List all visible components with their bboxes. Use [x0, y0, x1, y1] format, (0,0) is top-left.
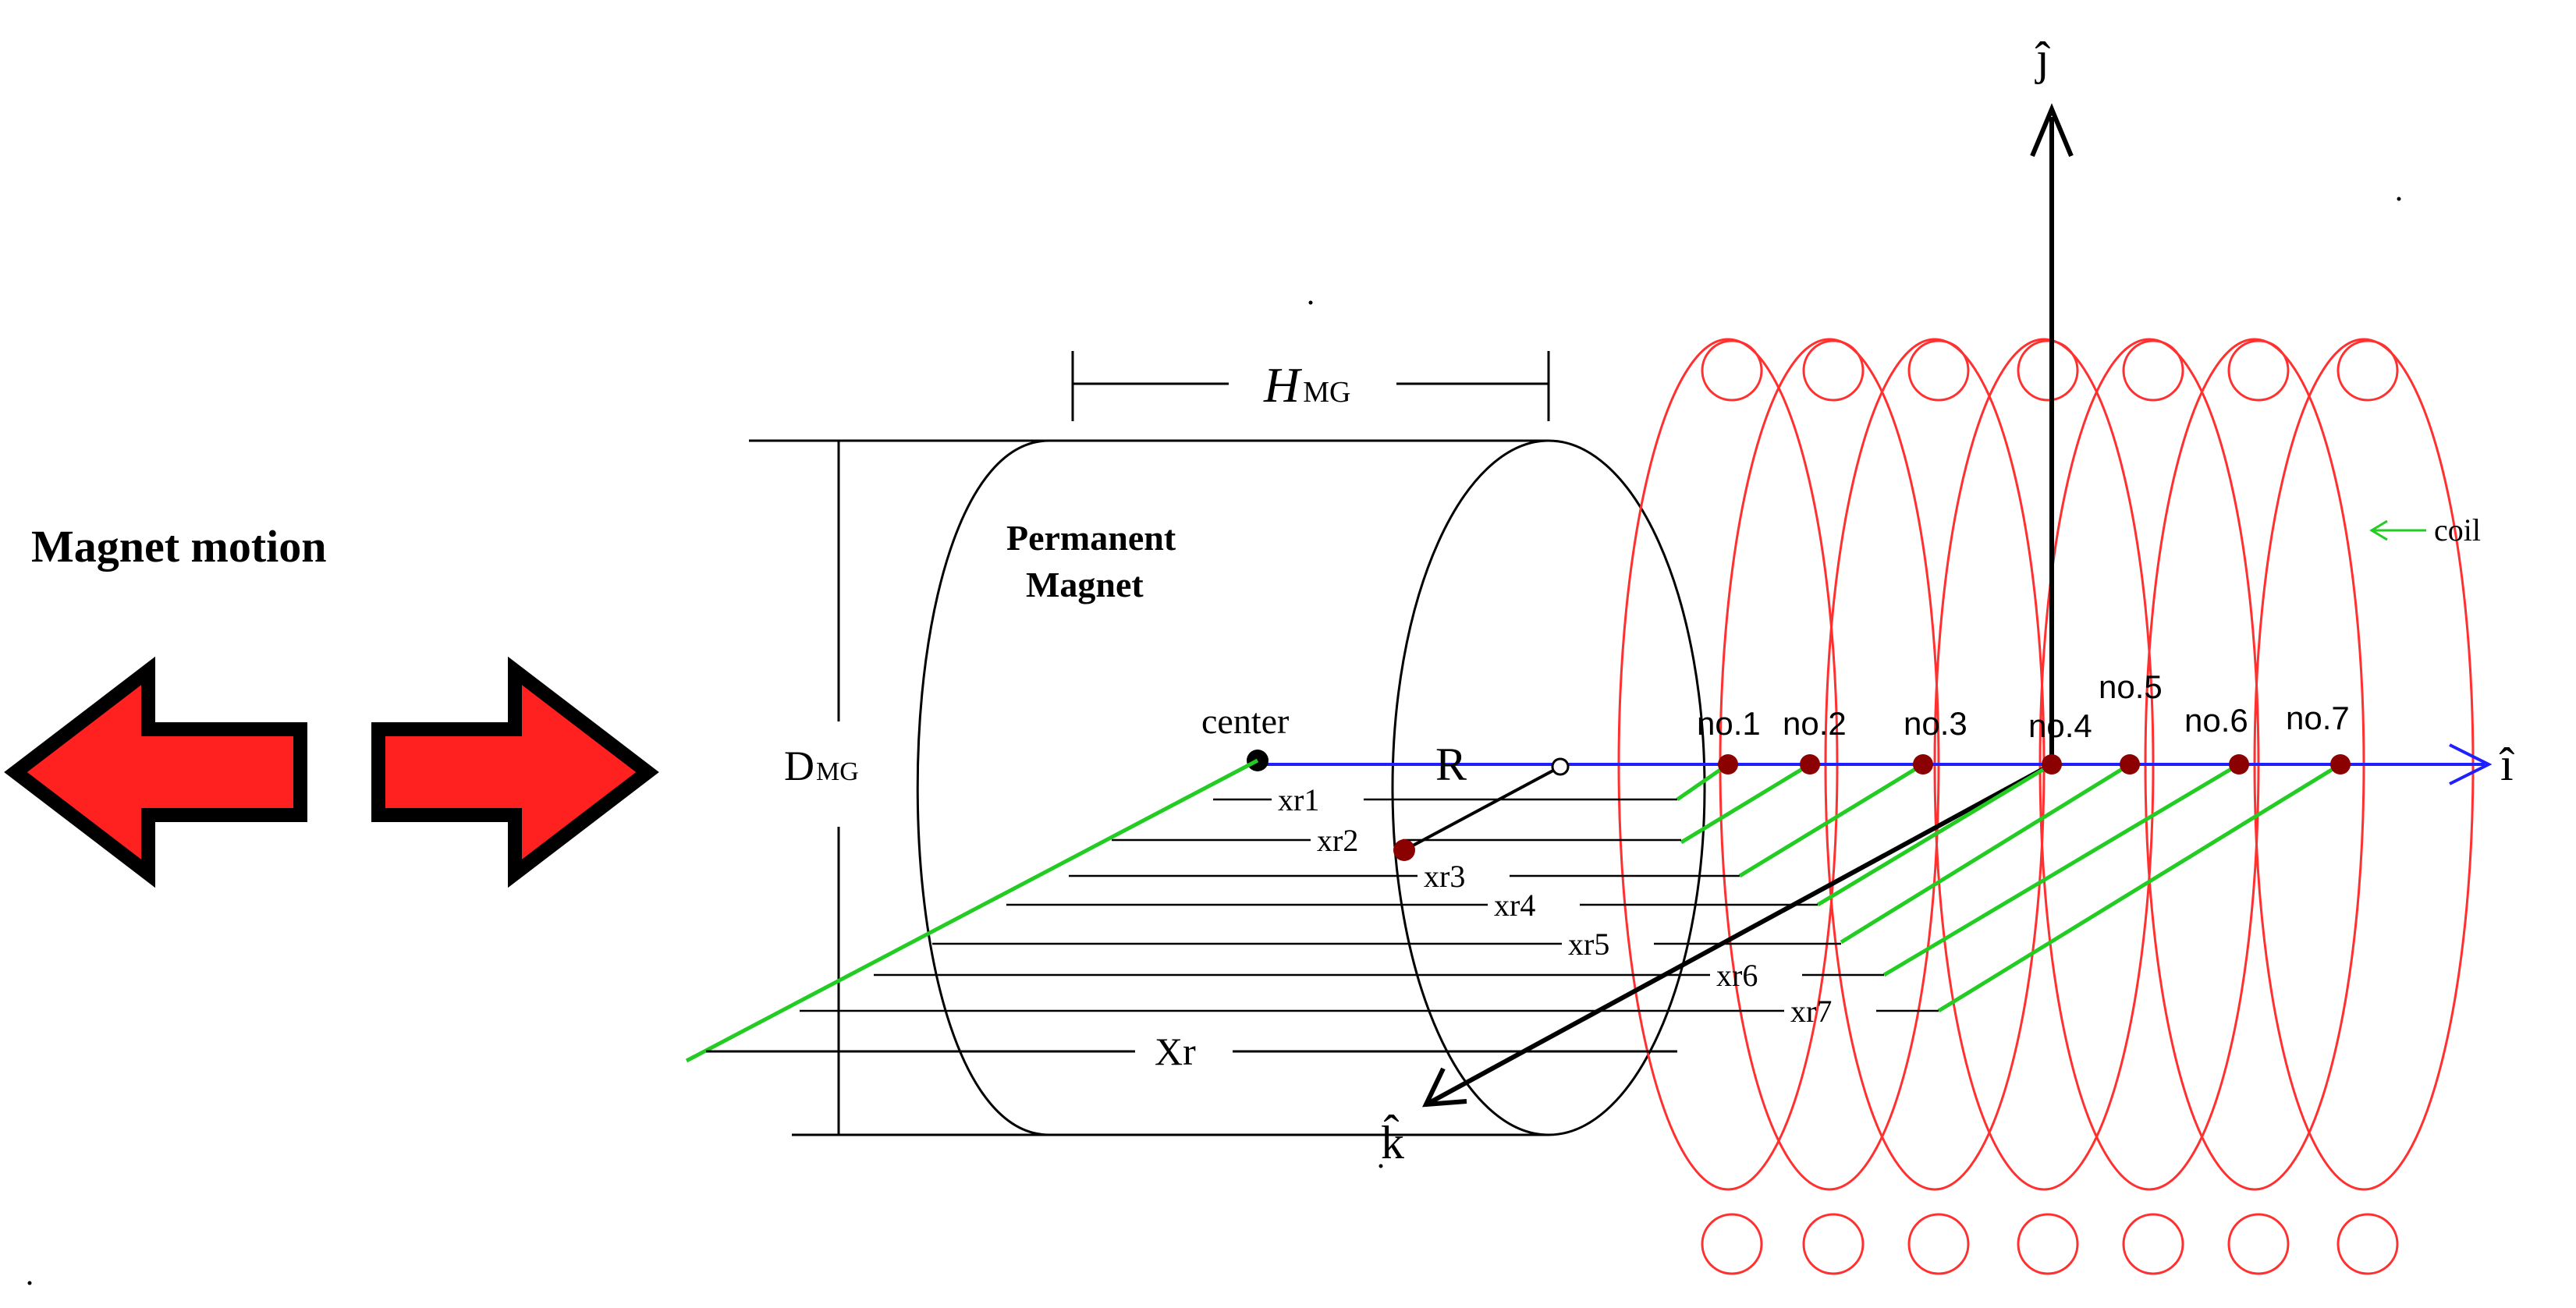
right-arrow-icon	[371, 656, 659, 888]
stray-dot	[2397, 197, 2401, 201]
axis-k-line	[1426, 762, 2053, 1106]
measurement-point	[2229, 754, 2249, 775]
radius-point	[1393, 839, 1415, 861]
xr-distance-label: xr6	[1716, 958, 1758, 993]
measurement-point	[2330, 754, 2351, 775]
point-projection-line	[1738, 762, 1925, 878]
d-mg-label: DMG	[784, 743, 859, 789]
coil-winding-bottom	[1802, 1213, 1865, 1275]
coil-winding-bottom	[1701, 1213, 1763, 1275]
point-projection-line	[1816, 762, 2053, 907]
axis-i-arrowhead-icon	[2449, 743, 2493, 785]
radius-label: R	[1435, 739, 1467, 790]
axis-k-arrowhead-icon	[1422, 1067, 1467, 1108]
measurement-point	[2042, 754, 2062, 775]
point-projection-line	[1882, 762, 2241, 977]
point-projection-line	[1937, 762, 2342, 1013]
left-arrow-icon	[4, 656, 307, 888]
coil-winding-top	[2336, 339, 2399, 402]
coil-pointer-arrowhead-icon	[2369, 519, 2388, 541]
radius-end-marker	[1551, 757, 1570, 776]
point-label: no.6	[2184, 702, 2248, 739]
point-label: no.2	[1783, 705, 1847, 742]
measurement-point	[2120, 754, 2140, 775]
xr-distance-label: xr2	[1317, 823, 1358, 858]
measurement-point	[1800, 754, 1820, 775]
magnet-back-arc	[916, 439, 1050, 1136]
axis-j-arrowhead-icon	[2030, 103, 2074, 158]
coil-winding-top	[1701, 339, 1763, 402]
coil	[1617, 338, 2475, 1275]
coil-winding-top	[1907, 339, 1970, 402]
coil-winding-bottom	[2017, 1213, 2079, 1275]
point-label: no.1	[1697, 705, 1761, 742]
magnet-motion-label: Magnet motion	[31, 521, 327, 572]
coil-label: coil	[2434, 512, 2481, 548]
xr-distance-label: xr1	[1278, 782, 1319, 817]
point-label: no.5	[2099, 668, 2163, 705]
xr-main-label: Xr	[1155, 1030, 1196, 1073]
xr-distance-label: xr4	[1494, 888, 1535, 923]
coil-winding-bottom	[1907, 1213, 1970, 1275]
axes	[1256, 103, 2493, 1108]
coil-winding-top	[2017, 339, 2079, 402]
h-dimension	[1071, 351, 1550, 421]
measurement-point	[1913, 754, 1933, 775]
point-projection-line	[1676, 762, 1730, 802]
axis-j-label: ĵ	[2035, 33, 2050, 84]
magnet-front-face	[1391, 439, 1706, 1136]
radius-line	[1403, 765, 1561, 852]
coil-winding-bottom	[2122, 1213, 2184, 1275]
xr-distance-label: xr5	[1568, 927, 1609, 962]
point-label: no.7	[2286, 700, 2350, 736]
stray-dot	[1378, 1164, 1383, 1168]
point-labels: no.1 no.2 no.3 no.4no.5 no.6 no.7	[1697, 668, 2350, 744]
coil-winding-top	[1802, 339, 1865, 402]
permanent-label-line2: Magnet	[1026, 565, 1144, 604]
axis-k-label: k̂	[1381, 1115, 1404, 1168]
xr-distance-label: xr7	[1790, 994, 1832, 1029]
projection-lines	[1676, 762, 2342, 1013]
xr-distance-label: xr3	[1424, 859, 1465, 894]
center-label: center	[1201, 701, 1289, 741]
stray-dot	[1308, 300, 1313, 305]
point-projection-line	[1840, 762, 2131, 945]
permanent-magnet	[916, 439, 1706, 1136]
coil-winding-bottom	[2336, 1213, 2399, 1275]
center-projection-line	[685, 758, 1259, 1063]
axis-i-label: î	[2499, 739, 2514, 790]
point-label: no.3	[1904, 705, 1967, 742]
point-label: no.4	[2028, 707, 2092, 744]
stray-dot	[27, 1281, 32, 1285]
distance-lines: xr1 xr2 xr3 xr4 xr5 xr6 xr7	[800, 782, 1939, 1029]
coil-winding-top	[2122, 339, 2184, 402]
measurement-point	[1718, 754, 1738, 775]
coil-winding-top	[2227, 339, 2290, 402]
point-projection-line	[1680, 762, 1811, 845]
permanent-label-line1: Permanent	[1006, 518, 1176, 558]
coil-winding-bottom	[2227, 1213, 2290, 1275]
measurement-points	[1393, 754, 2351, 861]
